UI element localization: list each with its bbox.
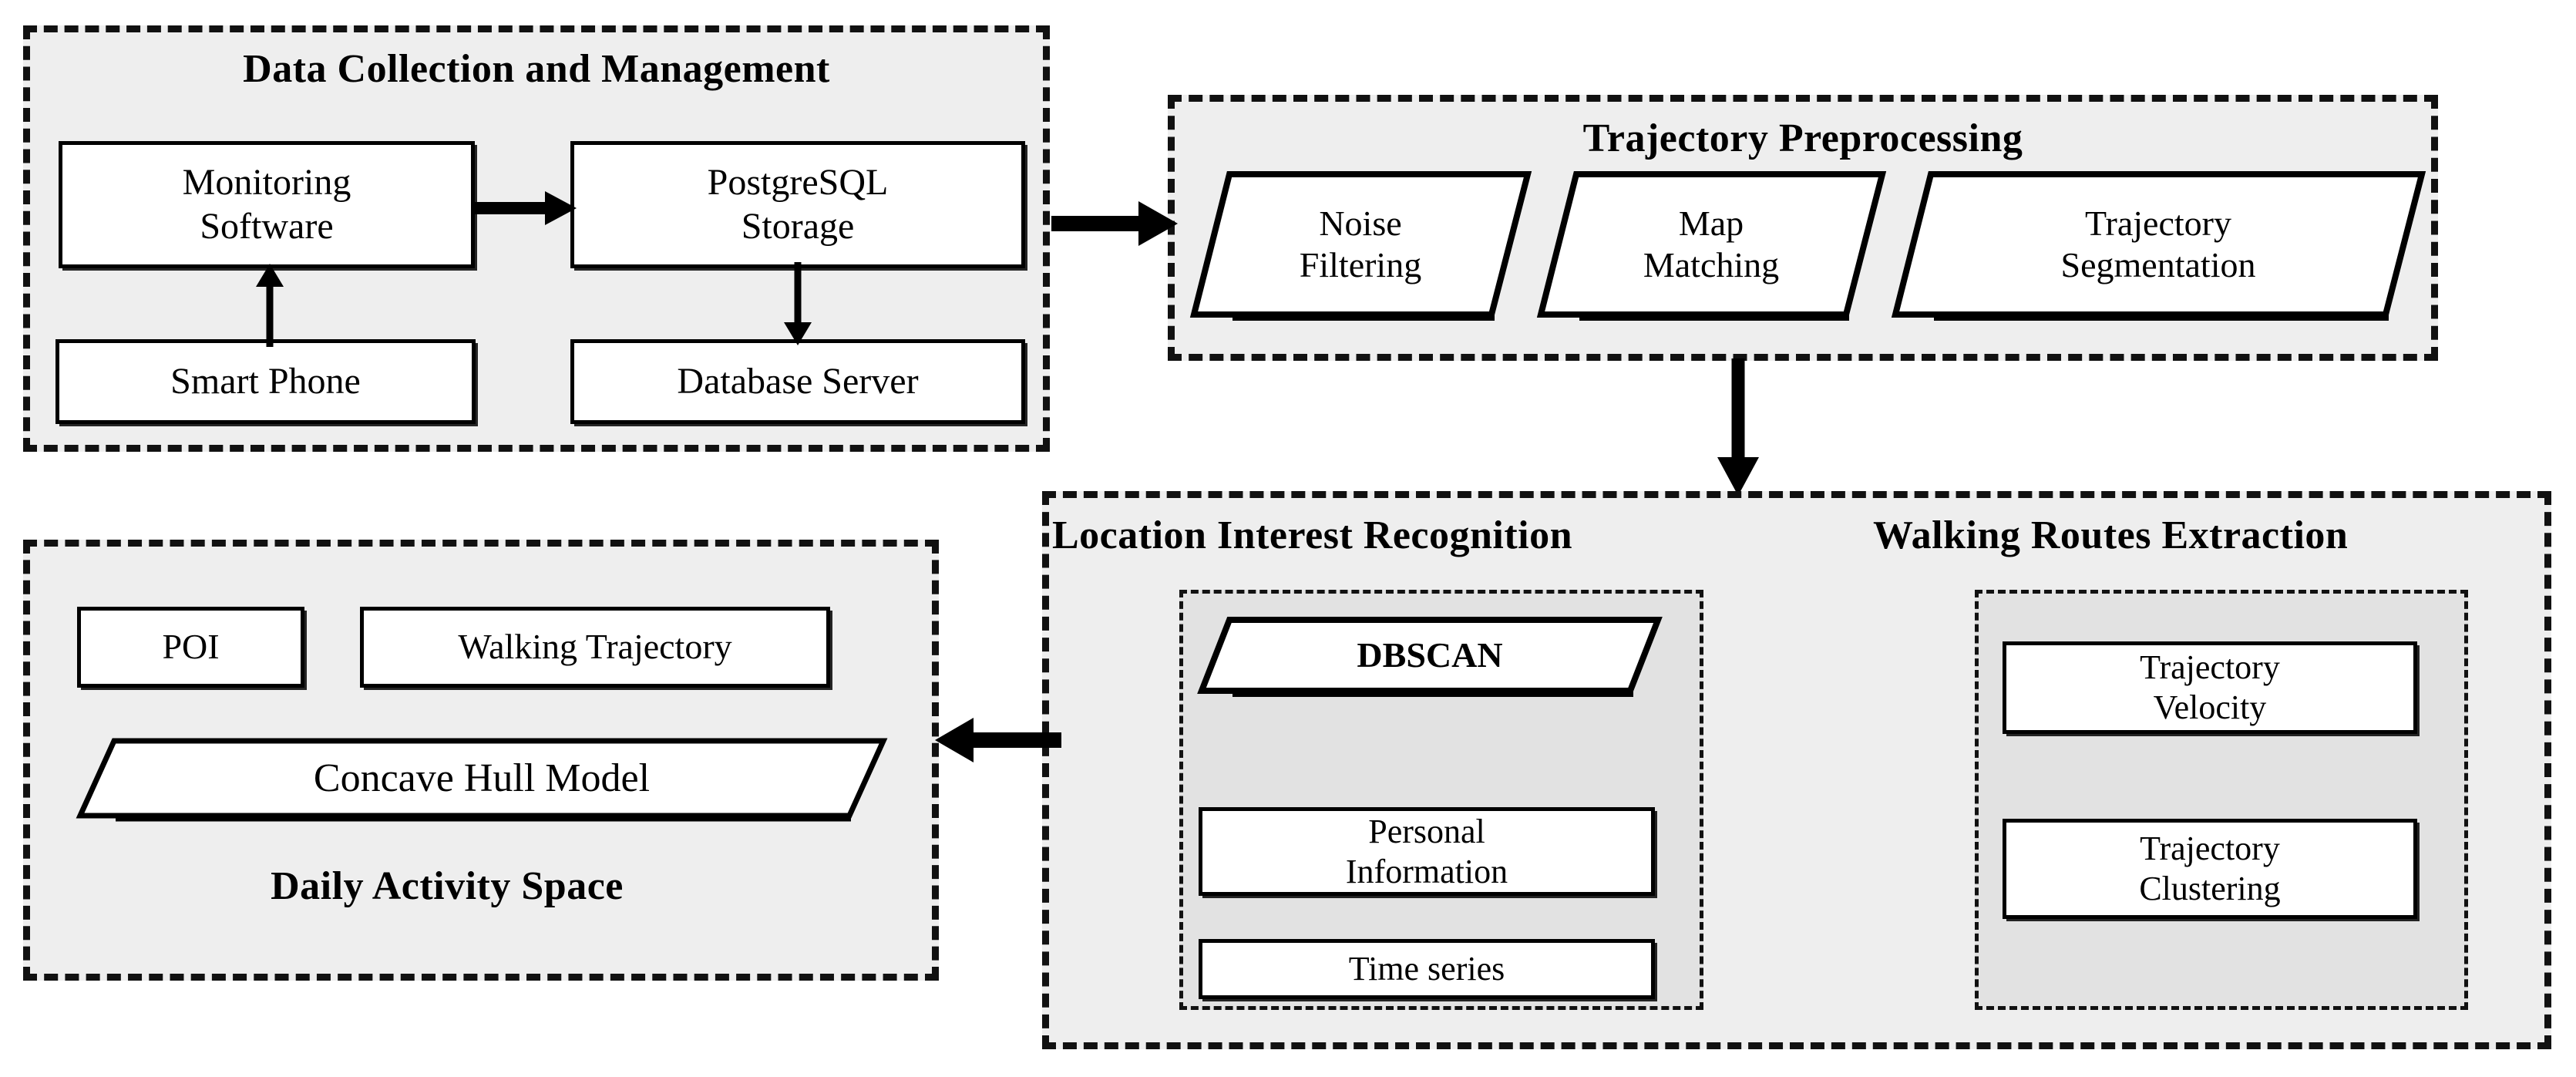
concave-hull-model-shape <box>76 738 888 822</box>
arrow-postgresql-to-database-server <box>784 262 812 345</box>
node-monitoring-software[interactable]: Monitoring Software <box>59 141 475 268</box>
node-map-matching[interactable]: Map Matching <box>1536 171 1887 321</box>
node-trajectory-clustering[interactable]: Trajectory Clustering <box>2003 819 2417 919</box>
node-trajectory-clustering-label: Trajectory Clustering <box>2139 830 2281 907</box>
noise-filtering-shape <box>1189 171 1532 321</box>
node-personal-information[interactable]: Personal Information <box>1199 807 1655 896</box>
node-postgresql-storage-label: PostgreSQL Storage <box>707 161 889 247</box>
node-walking-trajectory[interactable]: Walking Trajectory <box>360 607 830 688</box>
panel-title-trajectory-preprocessing: Trajectory Preprocessing <box>1582 116 2023 160</box>
node-dbscan[interactable]: DBSCAN <box>1197 617 1663 697</box>
arrow-monitoring-to-postgresql <box>472 191 577 225</box>
arrow-collection-to-preprocessing <box>1051 201 1178 246</box>
node-smart-phone-label: Smart Phone <box>170 360 361 402</box>
node-personal-information-label: Personal Information <box>1345 812 1508 890</box>
node-poi[interactable]: POI <box>77 607 304 688</box>
node-postgresql-storage[interactable]: PostgreSQL Storage <box>570 141 1025 268</box>
node-monitoring-software-label: Monitoring Software <box>182 161 351 247</box>
node-trajectory-segmentation[interactable]: Trajectory Segmentation <box>1891 171 2426 321</box>
dbscan-shape <box>1197 617 1663 697</box>
arrow-preprocessing-to-analysis <box>1717 358 1759 496</box>
node-trajectory-velocity-label: Trajectory Velocity <box>2140 648 2280 726</box>
node-noise-filtering[interactable]: Noise Filtering <box>1189 171 1532 321</box>
arrow-analysis-to-daily-activity <box>935 718 1061 762</box>
node-database-server-label: Database Server <box>677 360 919 402</box>
node-concave-hull-model[interactable]: Concave Hull Model <box>76 738 888 822</box>
node-trajectory-velocity[interactable]: Trajectory Velocity <box>2003 641 2417 734</box>
trajectory-segmentation-shape <box>1891 171 2426 321</box>
arrow-smartphone-to-monitoring <box>256 264 284 347</box>
panel-title-daily-activity-space: Daily Activity Space <box>271 864 624 908</box>
node-time-series[interactable]: Time series <box>1199 939 1655 999</box>
panel-title-location-interest-recognition: Location Interest Recognition <box>1052 513 1573 557</box>
panel-title-data-collection: Data Collection and Management <box>243 47 830 91</box>
panel-title-walking-routes-extraction: Walking Routes Extraction <box>1873 513 2349 557</box>
node-time-series-label: Time series <box>1348 950 1505 988</box>
node-smart-phone[interactable]: Smart Phone <box>55 339 476 424</box>
node-poi-label: POI <box>162 627 220 667</box>
node-database-server[interactable]: Database Server <box>570 339 1025 424</box>
node-walking-trajectory-label: Walking Trajectory <box>458 627 732 667</box>
map-matching-shape <box>1536 171 1887 321</box>
